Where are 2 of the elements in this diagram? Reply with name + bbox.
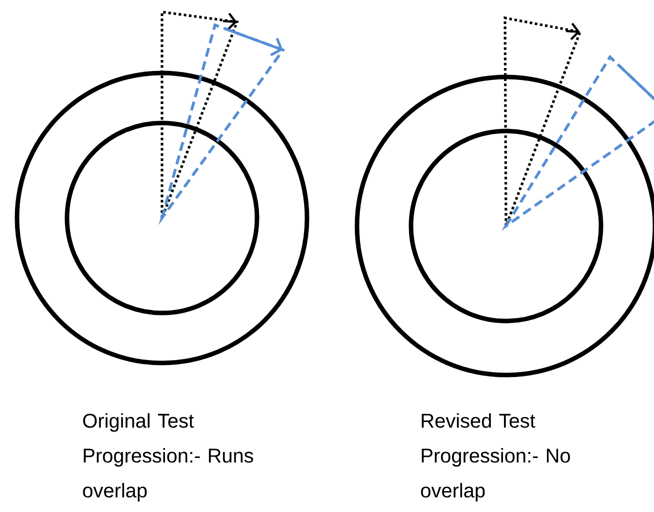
caption-text: Revised Test Progression:- No overlap [421, 413, 570, 502]
caption-text: Original Test Progression:- Runs overlap [83, 413, 254, 502]
